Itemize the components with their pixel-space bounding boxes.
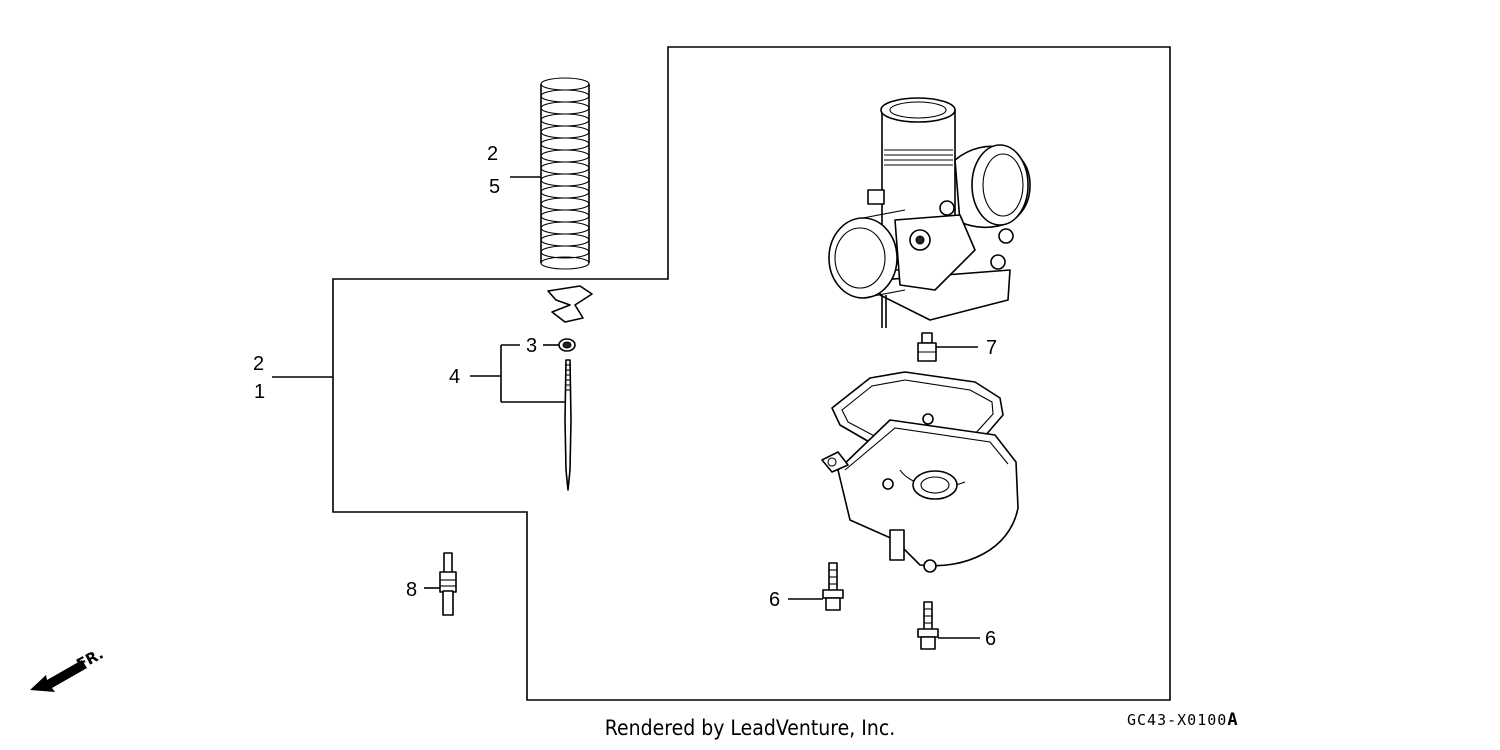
callout-5: 5 xyxy=(489,176,500,198)
footer-credit: Rendered by LeadVenture, Inc. xyxy=(604,716,896,740)
callout-2-top: 2 xyxy=(487,143,498,165)
diagram-code-suffix: A xyxy=(1227,710,1239,730)
callout-1: 1 xyxy=(254,381,265,403)
carburetor-body-part[interactable] xyxy=(828,97,1031,328)
callout-4: 4 xyxy=(449,366,460,388)
leader-lines xyxy=(272,176,980,639)
screw-part-right[interactable] xyxy=(917,601,939,650)
needle-clip-part[interactable] xyxy=(547,285,593,323)
diagram-code: GC43-X0100A xyxy=(1127,710,1239,730)
callout-2-left: 2 xyxy=(253,353,264,375)
callout-6-right: 6 xyxy=(985,628,996,650)
callout-3: 3 xyxy=(526,335,537,357)
clip-part[interactable] xyxy=(558,338,576,352)
main-jet-part[interactable] xyxy=(439,552,457,616)
front-direction-arrow-icon: FR. xyxy=(30,645,106,692)
float-bowl-part[interactable] xyxy=(821,413,1019,573)
pilot-jet-part[interactable] xyxy=(917,332,937,362)
kit-outline xyxy=(332,46,1171,701)
spring-part[interactable] xyxy=(540,77,590,270)
callout-6-left: 6 xyxy=(769,589,780,611)
screw-part-left[interactable] xyxy=(822,562,844,611)
callout-8: 8 xyxy=(406,579,417,601)
diagram-code-text: GC43-X0100 xyxy=(1127,711,1228,729)
jet-needle-part[interactable] xyxy=(564,359,572,491)
callout-7: 7 xyxy=(986,337,997,359)
